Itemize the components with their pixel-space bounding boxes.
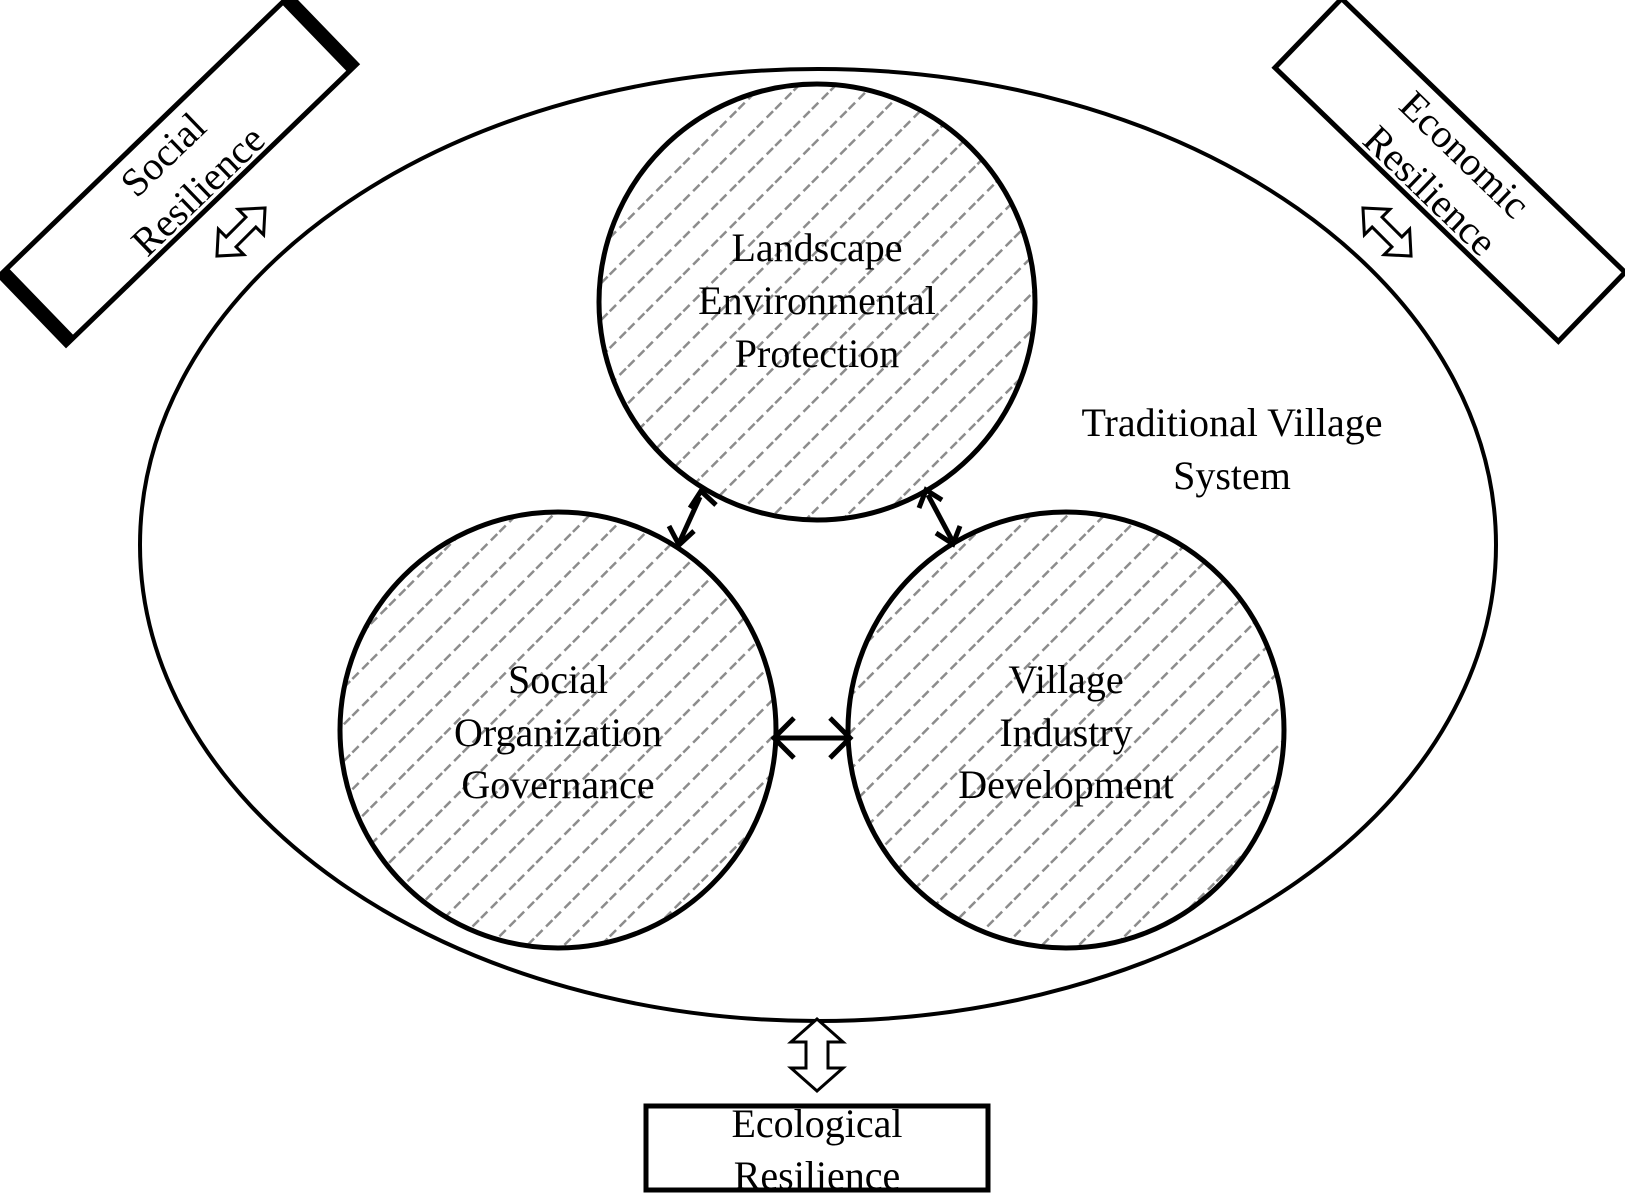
social-resilience-connector-arrow xyxy=(215,206,267,258)
ecological-resilience-box: Ecological Resilience xyxy=(643,1101,991,1198)
village-industry-label-line1: Village xyxy=(1008,657,1123,702)
subsystem-social-organization: Social Organization Governance xyxy=(337,509,779,951)
village-industry-label-line2: Industry xyxy=(999,710,1132,755)
landscape-label-line1: Landscape xyxy=(731,225,902,270)
landscape-circle xyxy=(596,81,1038,523)
social-organization-circle xyxy=(337,509,779,951)
social-org-label-line2: Organization xyxy=(454,710,662,755)
economic-resilience-box: Economic Resilience xyxy=(1271,0,1625,345)
arrow-social-org-village-industry xyxy=(770,716,854,760)
system-label-line2: System xyxy=(1173,453,1291,498)
ecological-resilience-line2: Resilience xyxy=(734,1153,901,1198)
ecological-resilience-line1: Ecological xyxy=(731,1101,902,1146)
ecological-resilience-connector-arrow xyxy=(787,1016,847,1094)
arrow-landscape-social-org xyxy=(666,487,718,550)
subsystem-landscape: Landscape Environmental Protection xyxy=(596,81,1038,523)
landscape-label-line3: Protection xyxy=(735,331,899,376)
social-org-label-line3: Governance xyxy=(461,762,654,807)
system-label-line1: Traditional Village xyxy=(1082,400,1383,445)
social-resilience-box: Social Resilience xyxy=(0,0,361,349)
landscape-label-line2: Environmental xyxy=(698,278,936,323)
economic-resilience-connector-arrow xyxy=(1361,206,1413,258)
social-org-label-line1: Social xyxy=(508,657,608,702)
village-industry-circle xyxy=(845,509,1287,951)
arrow-landscape-village-industry xyxy=(916,486,963,548)
village-industry-label-line3: Development xyxy=(958,762,1174,807)
subsystem-village-industry: Village Industry Development xyxy=(845,509,1287,951)
